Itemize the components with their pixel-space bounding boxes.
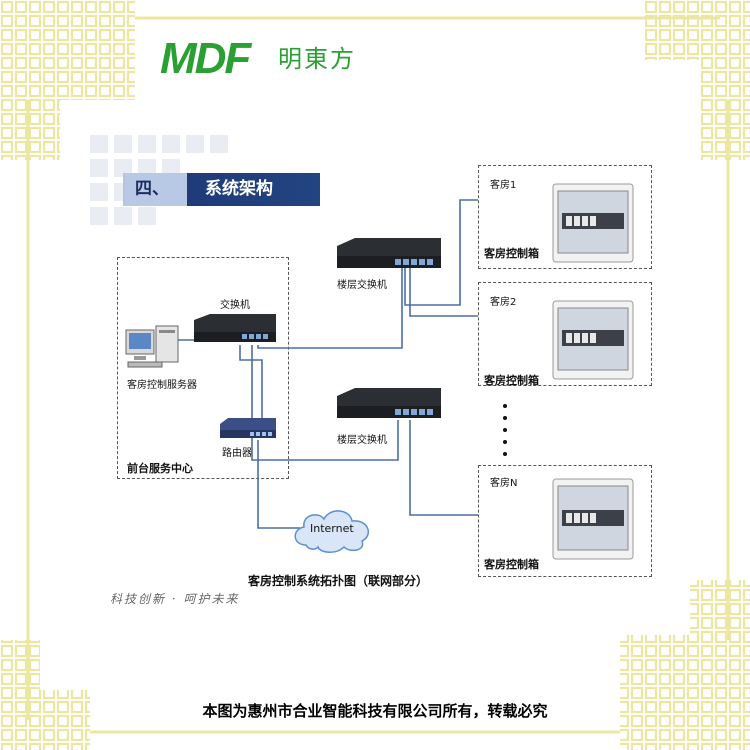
central-switch-label: 交换机: [220, 300, 250, 311]
room-n-group: [478, 465, 652, 577]
room-n-control-box-icon: [552, 478, 634, 560]
server-label: 客房控制服务器: [127, 380, 197, 391]
front-desk-group: [117, 257, 289, 479]
room-2-name: 客房2: [490, 297, 517, 308]
router-icon: [220, 418, 276, 438]
internet-label: Internet: [310, 522, 354, 535]
company-logo: MDF 明東方: [160, 35, 360, 85]
section-title: 系统架构: [205, 179, 273, 199]
room-2-box-label: 客房控制箱: [484, 374, 539, 387]
logo-company-name: 明東方: [278, 45, 356, 73]
logo-brand-mark: MDF: [160, 34, 251, 83]
server-computer-icon: [125, 325, 179, 368]
floor-switch-1-label: 楼层交换机: [337, 280, 387, 291]
central-switch-icon: [194, 314, 276, 342]
diagram-caption: 客房控制系统拓扑图（联网部分）: [248, 574, 429, 588]
room-2-group: [478, 282, 652, 386]
watermark-squares: [90, 135, 228, 225]
floor-switch-2-icon: [337, 388, 441, 418]
floor-switch-2-label: 楼层交换机: [337, 435, 387, 446]
room-n-name: 客房N: [490, 478, 518, 489]
room-1-group: [478, 165, 652, 269]
room-n-box-label: 客房控制箱: [484, 558, 539, 571]
internet-cloud-icon: [294, 510, 370, 553]
more-rooms-ellipsis: [503, 404, 507, 456]
floor-switch-1-icon: [337, 238, 441, 268]
section-number: 四、: [125, 173, 187, 206]
front-desk-label: 前台服务中心: [127, 462, 193, 475]
router-label: 路由器: [222, 448, 252, 459]
room-2-control-box-icon: [552, 300, 634, 380]
slogan: 科技创新 · 呵护未来: [110, 592, 240, 606]
room-1-control-box-icon: [552, 183, 634, 263]
copyright-footer: 本图为惠州市合业智能科技有限公司所有，转载必究: [202, 702, 548, 720]
room-1-box-label: 客房控制箱: [484, 247, 539, 260]
room-1-name: 客房1: [490, 180, 517, 191]
